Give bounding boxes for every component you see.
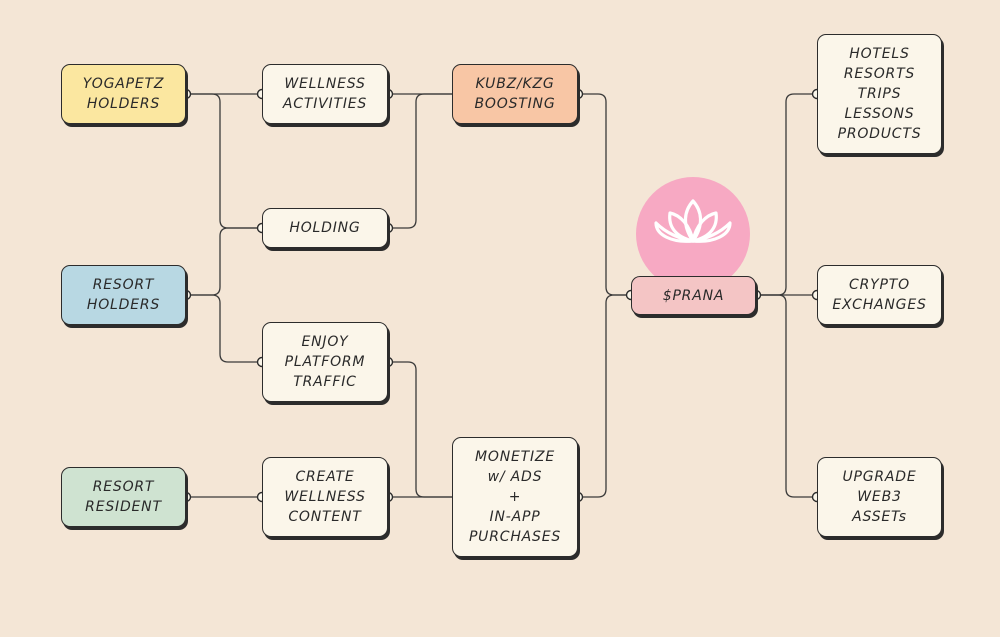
node-label: KUBZ/KZG BOOSTING bbox=[474, 76, 556, 112]
node-resort-resident: RESORT RESIDENT bbox=[61, 467, 186, 527]
node-yogapetz-holders: YOGAPETZ HOLDERS bbox=[61, 64, 186, 124]
lotus-icon bbox=[654, 199, 732, 243]
wire-resortholders-enjoy bbox=[186, 294, 262, 363]
node-wellness-activities: WELLNESS ACTIVITIES bbox=[262, 64, 388, 124]
node-holding: HOLDING bbox=[262, 208, 388, 248]
node-label: CRYPTO EXCHANGES bbox=[832, 277, 927, 313]
node-upgrade-web3: UPGRADE WEB3 ASSETs bbox=[817, 457, 942, 537]
node-label: UPGRADE WEB3 ASSETs bbox=[842, 469, 917, 525]
node-resort-holders: RESORT HOLDERS bbox=[61, 265, 186, 325]
node-crypto-exchanges: CRYPTO EXCHANGES bbox=[817, 265, 942, 325]
node-label: HOLDING bbox=[289, 220, 361, 236]
node-label: RESORT RESIDENT bbox=[85, 479, 162, 515]
node-create-wellness-content: CREATE WELLNESS CONTENT bbox=[262, 457, 388, 537]
node-prana: $PRANA bbox=[631, 276, 756, 315]
wire-yogapetz-holding bbox=[186, 93, 262, 229]
node-label: ENJOY PLATFORM TRAFFIC bbox=[284, 334, 366, 390]
node-hotels-resorts: HOTELS RESORTS TRIPS LESSONS PRODUCTS bbox=[817, 34, 942, 154]
wire-monetize-prana bbox=[578, 294, 631, 498]
wire-kubz-prana bbox=[578, 93, 631, 296]
node-label: RESORT HOLDERS bbox=[86, 277, 161, 313]
node-label: HOTELS RESORTS TRIPS LESSONS PRODUCTS bbox=[837, 46, 922, 142]
node-label: YOGAPETZ HOLDERS bbox=[82, 76, 165, 112]
node-label: WELLNESS ACTIVITIES bbox=[282, 76, 368, 112]
node-monetize: MONETIZE w/ ADS + IN-APP PURCHASES bbox=[452, 437, 578, 557]
node-kubz-boosting: KUBZ/KZG BOOSTING bbox=[452, 64, 578, 124]
lotus-badge bbox=[636, 177, 750, 291]
wire-prana-upgrade bbox=[756, 294, 817, 498]
node-label: CREATE WELLNESS CONTENT bbox=[284, 469, 366, 525]
wire-holding-kubz bbox=[388, 93, 452, 229]
wire-group bbox=[186, 93, 817, 498]
wire-enjoy-monetize bbox=[388, 361, 452, 498]
wire-prana-hotels bbox=[756, 93, 817, 296]
wire-resortholders-holding bbox=[186, 227, 262, 296]
node-label: MONETIZE w/ ADS + IN-APP PURCHASES bbox=[468, 449, 562, 545]
node-label: $PRANA bbox=[662, 287, 725, 304]
node-enjoy-platform-traffic: ENJOY PLATFORM TRAFFIC bbox=[262, 322, 388, 402]
